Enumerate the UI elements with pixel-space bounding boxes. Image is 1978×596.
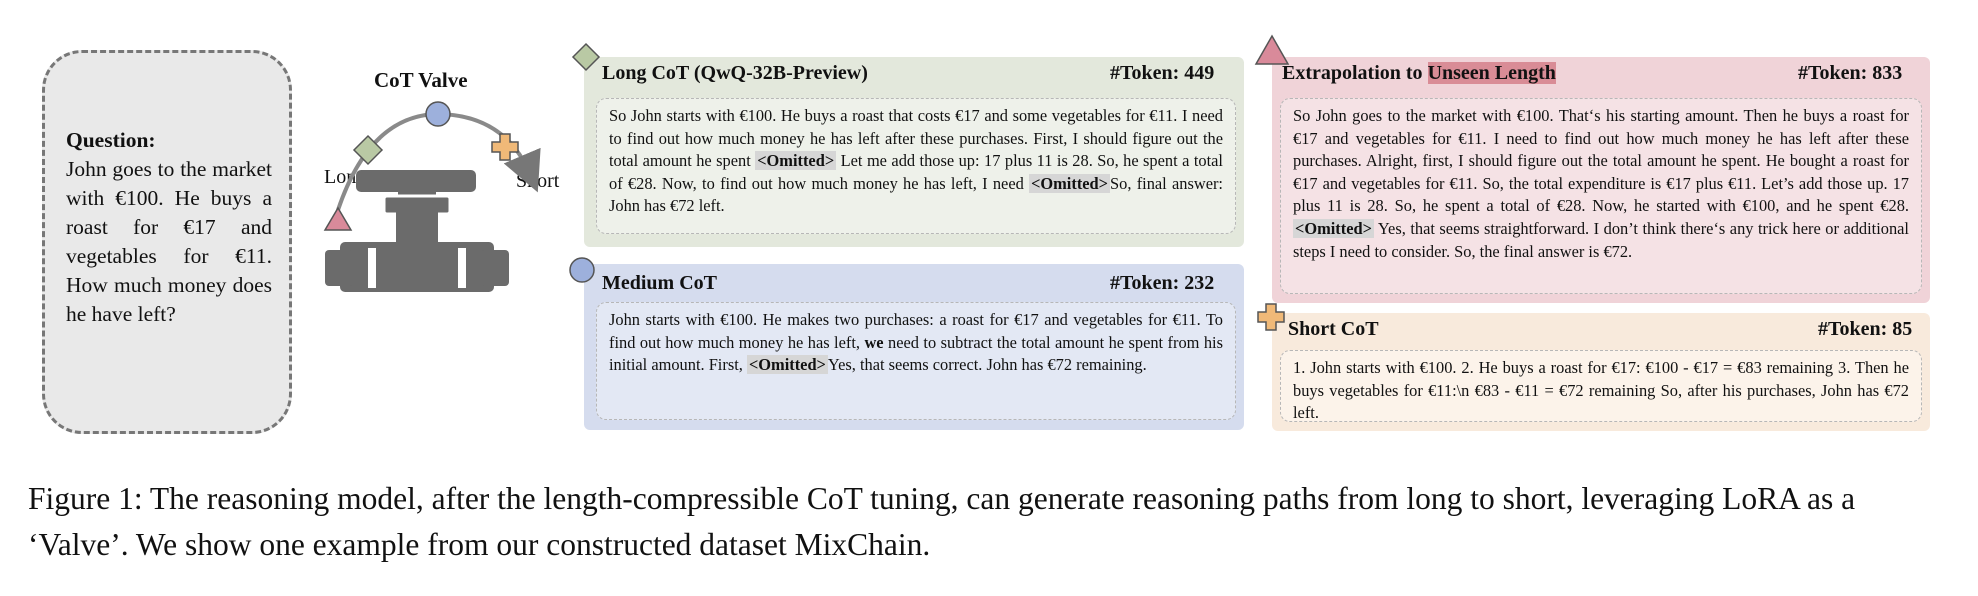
short-cot-tokens: #Token: 85	[1818, 318, 1913, 340]
cross-icon	[1257, 303, 1285, 331]
omitted-tag: <Omitted>	[1029, 173, 1111, 193]
omitted-tag: <Omitted>	[746, 355, 828, 375]
medium-cot-text: John starts with €100. He makes two purc…	[596, 302, 1236, 420]
valve-icon	[325, 170, 509, 292]
long-cot-text-part: So, final answer: John has €72 left.	[609, 173, 1223, 216]
diamond-marker-icon	[352, 134, 384, 166]
triangle-marker-icon	[323, 206, 353, 231]
figure-caption: Figure 1: The reasoning model, after the…	[28, 481, 1856, 562]
medium-cot-text-part: Yes, that seems correct. John has €72 re…	[827, 355, 1147, 375]
question-card	[42, 50, 292, 434]
circle-icon	[569, 257, 595, 283]
valve-diagram	[323, 101, 541, 292]
medium-cot-text-part: need to subtract the total amount he spe…	[609, 332, 1223, 375]
omitted-tag: <Omitted>	[1293, 218, 1374, 238]
long-cot-tokens: #Token: 449	[1110, 62, 1215, 84]
medium-cot-tokens: #Token: 232	[1110, 272, 1215, 294]
medium-cot-text-part: John starts with €100. He makes two purc…	[609, 310, 1223, 352]
extrapolation-title: Extrapolation to Unseen Length	[1282, 62, 1556, 85]
valve-title: CoT Valve	[374, 68, 468, 92]
medium-cot-title: Medium CoT	[602, 272, 717, 294]
medium-cot-bold-word: we	[864, 332, 884, 352]
long-cot-title: Long CoT (QwQ-32B-Preview)	[602, 62, 868, 84]
triangle-icon	[1254, 34, 1290, 65]
extrapolation-title-highlight: Unseen Length	[1427, 62, 1556, 84]
extrapolation-tokens: #Token: 833	[1798, 62, 1903, 84]
omitted-tag: <Omitted>	[755, 151, 837, 171]
circle-marker-icon	[425, 101, 451, 127]
extrapolation-text: So John goes to the market with €100. Th…	[1280, 98, 1922, 294]
short-cot-title: Short CoT	[1288, 318, 1379, 340]
question-text: Question: John goes to the market with €…	[66, 126, 272, 329]
diamond-icon	[571, 42, 601, 72]
extrapolation-text-part: So John goes to the market with €100. Th…	[1293, 106, 1909, 216]
extrapolation-text-part: Yes, that seems straightforward. I don’t…	[1293, 218, 1909, 261]
extrapolation-title-prefix: Extrapolation to	[1282, 62, 1428, 84]
long-cot-text-part: Let me add those up: 17 plus 11 is 28. S…	[609, 151, 1223, 193]
question-body: John goes to the market with €100. He bu…	[66, 157, 272, 326]
short-cot-text: 1. John starts with €100. 2. He buys a r…	[1280, 350, 1922, 422]
long-cot-text: So John starts with €100. He buys a roas…	[596, 98, 1236, 234]
cross-marker-icon	[491, 133, 519, 161]
question-title: Question:	[66, 128, 156, 152]
long-cot-text-part: So John starts with €100. He buys a roas…	[609, 106, 1223, 171]
